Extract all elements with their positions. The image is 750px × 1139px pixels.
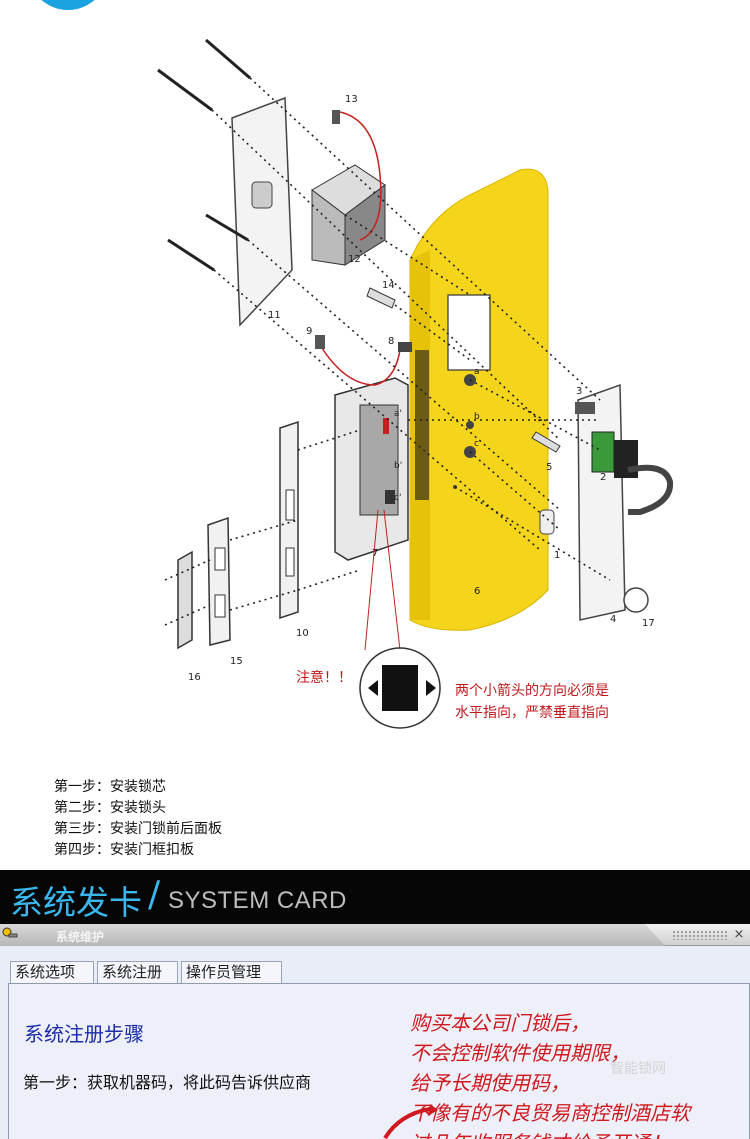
strike-slot-1 — [214, 547, 226, 571]
hole-label-1: b — [474, 412, 480, 422]
hole-b — [466, 421, 474, 429]
part-label-15: 15 — [230, 656, 243, 667]
install-step-4: 第四步：安装门框扣板 — [54, 842, 194, 858]
app-key-icon — [2, 927, 18, 938]
face-plate-slot-2 — [285, 547, 295, 577]
register-panel: 系统注册步骤 第一步：获取机器码，将此码告诉供应商 — [8, 983, 750, 1139]
hole-label-3: a' — [394, 409, 402, 419]
install-step-2: 第二步：安装锁头 — [54, 800, 166, 816]
strike-slot-2 — [214, 594, 226, 618]
magnifier-square — [382, 665, 418, 711]
part-17 — [623, 587, 649, 613]
part-label-17: 17 — [642, 618, 655, 629]
assembly-lines — [164, 77, 611, 626]
watermark: 智能锁网 — [610, 1061, 666, 1077]
screw-3 — [205, 213, 249, 242]
back-panel-knob — [251, 181, 273, 209]
part-label-7: 7 — [372, 548, 378, 559]
part-label-12: 12 — [348, 254, 361, 265]
promo-line-4: 不像有的不良贸易商控制酒店软 — [410, 1101, 690, 1125]
pointer-line-2 — [383, 509, 401, 651]
close-button[interactable]: × — [733, 927, 745, 942]
install-steps: 第一步：安装锁芯 第二步：安装锁头 第三步：安装门锁前后面板 第四步：安装门框扣… — [54, 777, 222, 861]
install-step-1: 第一步：安装锁芯 — [54, 779, 166, 795]
promo-text: 购买本公司门锁后， 不会控制软件使用期限， 给予长期使用码， 不像有的不良贸易商… — [410, 1008, 690, 1139]
mortise-slot — [383, 418, 389, 434]
connector-13 — [332, 110, 340, 124]
part-label-3: 3 — [576, 386, 582, 397]
mortise-pocket — [415, 350, 429, 500]
hole-label-2: c — [474, 439, 479, 449]
part-5 — [531, 431, 561, 453]
part-label-1: 1 — [554, 550, 560, 561]
promo-line-1: 购买本公司门锁后， — [410, 1011, 590, 1035]
title-tab — [0, 924, 665, 946]
arrow-note-line-1: 两个小箭头的方向必须是 — [455, 683, 609, 699]
screw-1 — [205, 38, 251, 80]
mortise-square — [385, 490, 395, 504]
wire-13 — [339, 111, 382, 241]
strike-plate — [207, 516, 231, 646]
title-grip — [672, 930, 727, 940]
connector-3 — [575, 402, 595, 414]
back-panel — [231, 96, 293, 327]
part-label-5: 5 — [546, 462, 552, 473]
banner-title-cn: 系统发卡 — [10, 883, 142, 922]
lever-handle — [627, 464, 674, 515]
promo-line-5: 过几年收服务钱才给予开通！ — [410, 1128, 690, 1139]
register-step-1: 第一步：获取机器码，将此码告诉供应商 — [23, 1073, 312, 1092]
door-cutout — [447, 294, 491, 371]
battery-side — [344, 184, 386, 266]
promo-line-2: 不会控制软件使用期限， — [410, 1041, 630, 1065]
hole-label-4: b' — [394, 461, 402, 471]
hole-label-0: a — [474, 367, 480, 377]
pointer-line-1 — [364, 509, 379, 651]
part-label-14: 14 — [382, 280, 395, 291]
warning-note: 注意！！ — [296, 670, 352, 686]
connector-8 — [398, 342, 412, 352]
system-maintenance-window: 系统维护 × 系统选项 系统注册 操作员管理 系统注册步骤 第一步：获取机器码，… — [0, 924, 750, 1139]
screw-2 — [157, 68, 213, 112]
section-banner: 系统发卡 / SYSTEM CARD — [0, 870, 750, 924]
pcb-board — [591, 431, 615, 473]
window-titlebar: 系统维护 × — [0, 924, 750, 946]
promo-arrow-icon — [383, 1104, 438, 1139]
part-label-9: 9 — [306, 326, 312, 337]
arrow-note-line-2: 水平指向，严禁垂直指向 — [455, 705, 609, 721]
part-label-13: 13 — [345, 94, 358, 105]
card-reader — [614, 440, 638, 478]
part-label-2: 2 — [600, 472, 606, 483]
register-section-title: 系统注册步骤 — [24, 1022, 144, 1046]
wire-9 — [319, 344, 401, 386]
top-blue-circle — [28, 0, 108, 10]
screw-4 — [167, 238, 215, 272]
part-label-11: 11 — [268, 310, 281, 321]
door-slab — [409, 168, 549, 631]
hole-label-5: c' — [394, 493, 401, 503]
left-arrow-icon — [368, 680, 378, 696]
tab-system-options[interactable]: 系统选项 — [10, 961, 94, 983]
cylinder-1 — [539, 509, 555, 535]
promo-line-3: 给予长期使用码， — [410, 1071, 570, 1095]
connector-9 — [315, 335, 325, 349]
banner-title-en: SYSTEM CARD — [168, 887, 347, 914]
window-title: 系统维护 — [56, 930, 105, 944]
strike-box — [177, 550, 193, 650]
part-label-16: 16 — [188, 672, 201, 683]
part-label-10: 10 — [296, 628, 309, 639]
part-label-6: 6 — [474, 586, 480, 597]
tab-operator-manage[interactable]: 操作员管理 — [181, 961, 282, 983]
right-arrow-icon — [426, 680, 436, 696]
face-plate-slot-1 — [285, 489, 295, 521]
install-step-3: 第三步：安装门锁前后面板 — [54, 821, 222, 837]
banner-slash: / — [148, 874, 161, 915]
part-14 — [366, 287, 396, 309]
front-panel — [577, 383, 626, 621]
tab-system-register[interactable]: 系统注册 — [97, 961, 178, 983]
part-label-4: 4 — [610, 614, 616, 625]
part-label-8: 8 — [388, 336, 394, 347]
